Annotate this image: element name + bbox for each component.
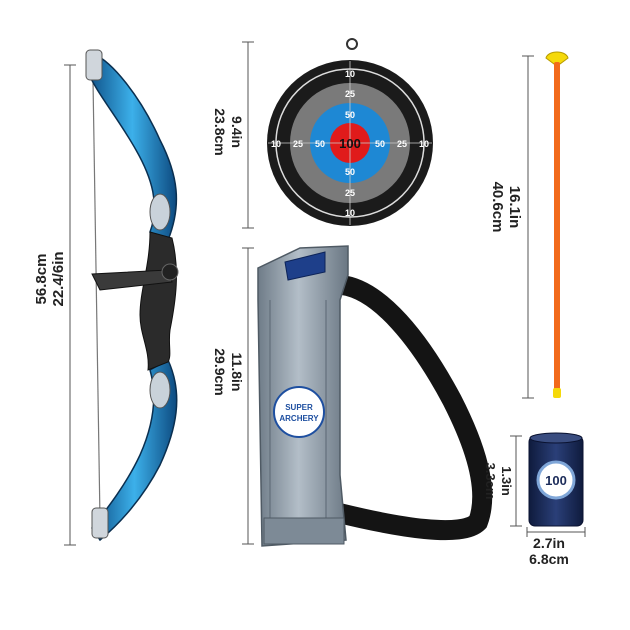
target-label-bottom-middle: 25 — [345, 188, 355, 198]
can-width-in: 2.7in — [533, 535, 565, 551]
can-height-cm: 3.3cm — [483, 463, 498, 500]
target-label-right-middle: 25 — [397, 139, 407, 149]
quiver-bottom-cap — [263, 517, 345, 545]
target-label-left-inner: 50 — [315, 139, 325, 149]
target-label-left-middle: 25 — [293, 139, 303, 149]
bow-lower-accent — [149, 371, 171, 409]
quiver-height-in: 11.8in — [229, 353, 245, 392]
target-label-right-outer: 10 — [419, 139, 429, 149]
bow-height-cm: 56.8cm — [33, 254, 50, 305]
quiver-logo-line1: SUPER — [285, 403, 313, 412]
target-height-cm: 23.8cm — [212, 108, 228, 155]
quiver-dimension: 11.8in 29.9cm — [212, 247, 254, 545]
bow-top-tip — [85, 49, 103, 81]
target-hook — [346, 38, 358, 50]
quiver-top-badge — [284, 251, 326, 281]
quiver-height-cm: 29.9cm — [212, 348, 228, 395]
quiver-logo-line2: ARCHERY — [279, 414, 319, 423]
target-label-right-inner: 50 — [375, 139, 385, 149]
bow-riser — [139, 231, 177, 371]
bow-dimension: 56.8cm 22.4/6in — [33, 64, 76, 546]
target-label-bottom-outer: 10 — [345, 208, 355, 218]
arrow-shaft — [554, 62, 560, 392]
target-label-top-outer: 10 — [345, 69, 355, 79]
target-dimension: 9.4in 23.8cm — [212, 41, 254, 229]
can-badge — [536, 460, 576, 500]
bow-height-in: 22.4/6in — [50, 251, 67, 306]
bow — [85, 49, 179, 542]
bow-sight — [161, 263, 179, 281]
target-label-top-middle: 25 — [345, 89, 355, 99]
bow-upper-accent — [149, 193, 171, 231]
target-label-center: 100 — [339, 136, 361, 151]
quiver-logo-badge — [273, 386, 325, 438]
arrow-dimension: 16.1in 40.6cm — [489, 55, 534, 399]
target-label-left-outer: 10 — [271, 139, 281, 149]
arrow-length-in: 16.1in — [506, 186, 523, 229]
target-label-top-inner: 50 — [345, 110, 355, 120]
arrow-nock — [553, 388, 561, 398]
can-label: 100 — [545, 473, 567, 488]
can-height-in: 1.3in — [499, 466, 514, 496]
quiver: SUPER ARCHERY — [257, 245, 493, 547]
can-width-cm: 6.8cm — [529, 551, 569, 567]
arrow-length-cm: 40.6cm — [489, 182, 506, 233]
target-label-bottom-inner: 50 — [345, 167, 355, 177]
target-height-in: 9.4in — [229, 116, 245, 148]
bow-bottom-tip — [91, 507, 109, 539]
can-top — [529, 432, 583, 444]
can-width-dimension: 2.7in 6.8cm — [526, 527, 586, 567]
bow-arrow-rest — [91, 269, 173, 291]
target-can: 100 — [528, 432, 584, 527]
quiver-strap — [325, 275, 493, 541]
arrow-suction-tip — [545, 51, 569, 65]
can-height-dimension: 1.3in 3.3cm — [483, 435, 522, 527]
arrow — [545, 51, 569, 398]
bow-string — [92, 79, 101, 521]
target: 100 10 25 50 50 25 10 10 25 50 50 25 10 — [267, 38, 433, 226]
